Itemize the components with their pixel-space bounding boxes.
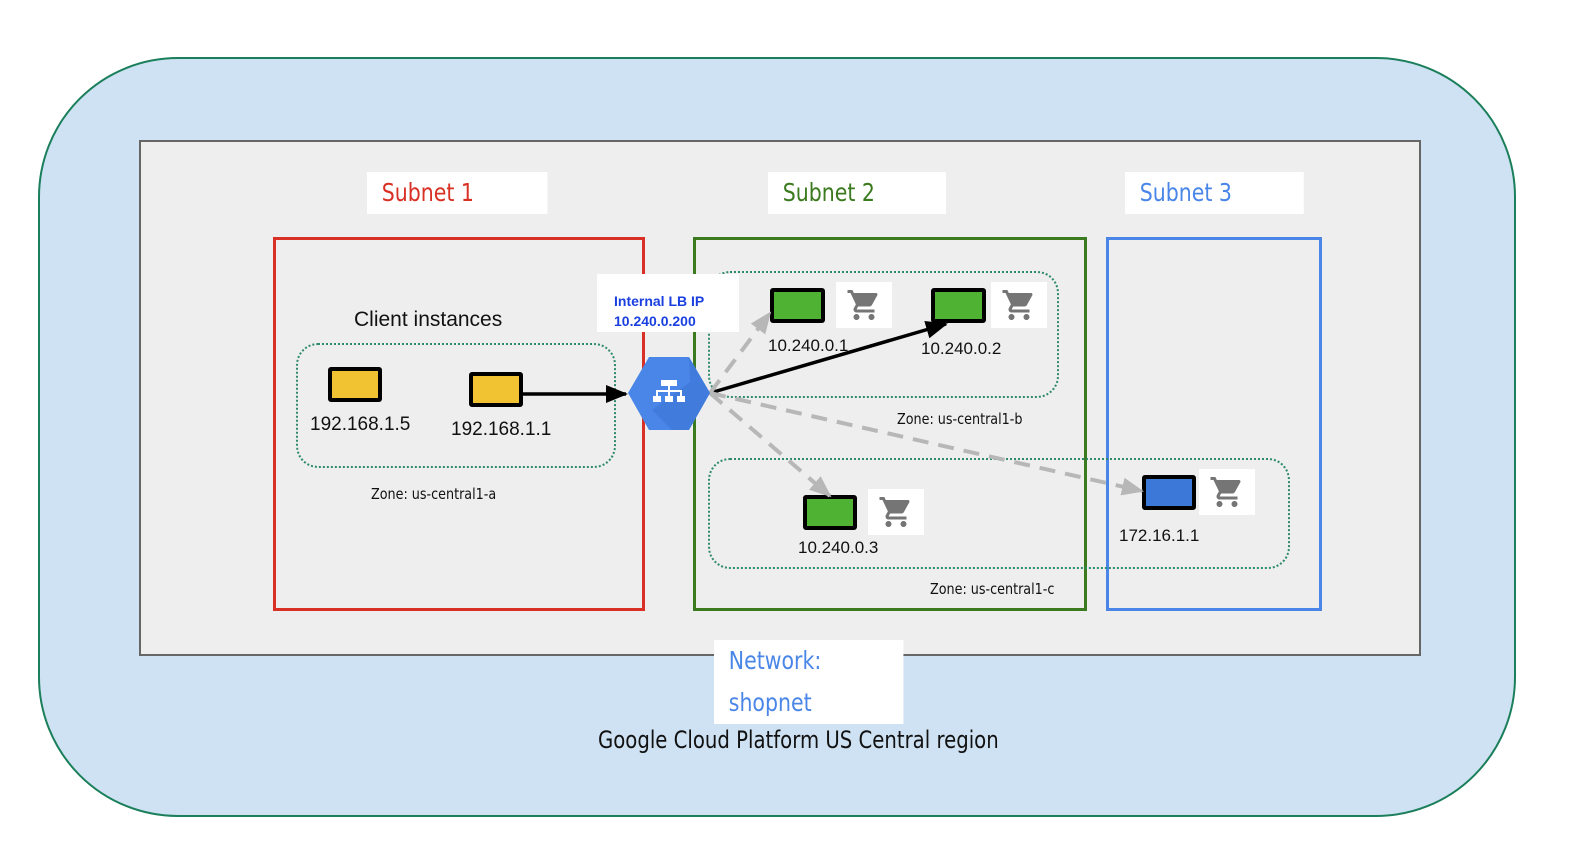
network-label: Network: shopnet [714, 640, 904, 724]
shopping-cart-icon [847, 290, 878, 320]
region-label: Google Cloud Platform US Central region [598, 726, 999, 754]
subnet-1-label: Subnet 1 [367, 172, 548, 214]
ip-10-240-0-2: 10.240.0.2 [921, 339, 1002, 358]
subnet-3-label: Subnet 3 [1125, 172, 1304, 214]
cart-172-16-1-1 [1199, 469, 1255, 515]
shopping-cart-icon [879, 497, 910, 527]
ip-10-240-0-1: 10.240.0.1 [768, 336, 849, 355]
client-instances-label: Client instances [354, 308, 503, 331]
vm-192-168-1-5[interactable] [328, 367, 382, 402]
vm-10-240-0-2[interactable] [931, 288, 986, 323]
lb-label-box [597, 274, 739, 332]
network-label-text: Network: shopnet [728, 646, 822, 717]
vm-10-240-0-1[interactable] [770, 288, 825, 323]
subnet-3-label-text: Subnet 3 [1139, 178, 1232, 207]
subnet-1-label-text: Subnet 1 [381, 178, 474, 207]
zone-a-box [296, 343, 616, 468]
vm-192-168-1-1[interactable] [469, 372, 523, 407]
ip-192-168-1-5: 192.168.1.5 [310, 414, 411, 435]
arrow-lb-to-10-240-0-1 [708, 311, 772, 395]
arrow-lb-to-172-16-1-1 [709, 391, 1144, 496]
zone-c-label: Zone: us-central1-c [930, 580, 1055, 598]
lb-label: Internal LB IP 10.240.0.200 [614, 291, 704, 331]
arrow-lb-to-10-240-0-2 [709, 320, 948, 395]
load-balancer-icon[interactable] [628, 357, 710, 430]
cart-10-240-0-2 [991, 282, 1047, 328]
ip-10-240-0-3: 10.240.0.3 [798, 538, 879, 557]
arrow-lb-to-10-240-0-3 [708, 391, 832, 498]
lb-label-title: Internal LB IP [614, 293, 705, 309]
cart-10-240-0-3 [868, 489, 924, 535]
zone-b-box [708, 271, 1059, 398]
shopping-cart-icon [1210, 477, 1241, 507]
subnet-2-label: Subnet 2 [768, 172, 946, 214]
zone-b-label: Zone: us-central1-b [897, 410, 1023, 428]
zone-a-label: Zone: us-central1-a [371, 485, 497, 503]
cart-10-240-0-1 [836, 282, 892, 328]
shopping-cart-icon [1002, 290, 1033, 320]
subnet-1-box [273, 237, 645, 611]
ip-192-168-1-1: 192.168.1.1 [451, 419, 552, 440]
vm-172-16-1-1[interactable] [1142, 475, 1196, 510]
subnet-2-box [693, 237, 1087, 611]
lb-ip: 10.240.0.200 [614, 313, 696, 329]
subnet-3-box [1106, 237, 1322, 611]
ip-172-16-1-1: 172.16.1.1 [1119, 526, 1200, 545]
subnet-2-label-text: Subnet 2 [782, 178, 875, 207]
